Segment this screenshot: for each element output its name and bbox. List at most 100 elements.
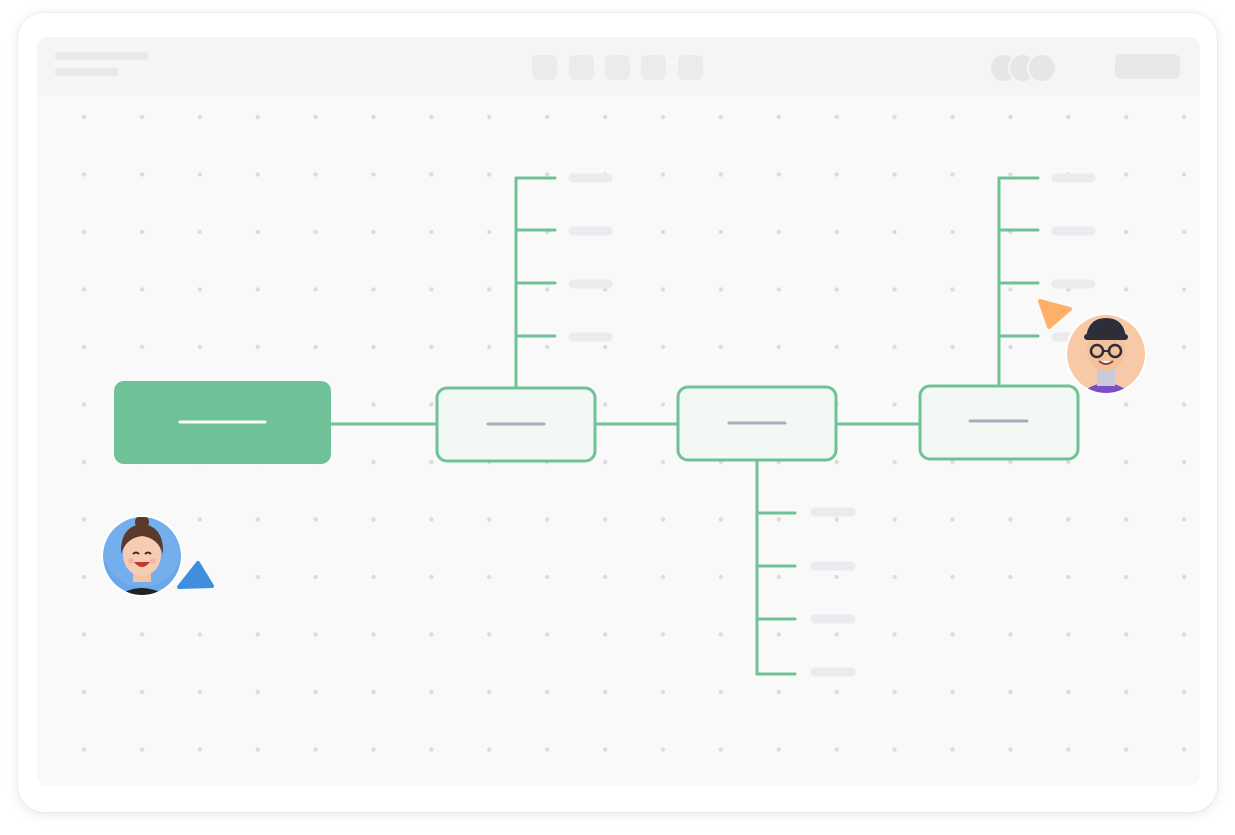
man-with-glasses-avatar-icon: [1065, 313, 1147, 395]
cursor-arrow-icon: [1038, 299, 1072, 329]
grid-dot: [1124, 689, 1129, 695]
grid-dot: [776, 287, 781, 292]
grid-dot: [371, 402, 376, 407]
grid-dot: [718, 172, 724, 177]
grid-dot: [313, 517, 318, 522]
grid-dot: [255, 517, 260, 522]
grid-dot: [1124, 517, 1129, 522]
document-title[interactable]: [55, 52, 148, 60]
grid-dot: [602, 574, 608, 580]
share-button[interactable]: [1115, 54, 1180, 79]
grid-dot: [487, 747, 492, 752]
grid-dot: [660, 747, 666, 752]
grid-dot: [371, 287, 376, 292]
grid-dot: [834, 344, 839, 350]
grid-dot: [487, 344, 492, 350]
grid-dot: [834, 517, 839, 522]
tool-button-1[interactable]: [532, 55, 557, 80]
grid-dot: [313, 747, 318, 752]
grid-dot: [255, 114, 260, 120]
grid-dot: [139, 287, 145, 292]
grid-dot: [950, 689, 955, 695]
grid-dot: [487, 114, 492, 120]
grid-dot: [197, 114, 202, 120]
grid-dot: [429, 344, 434, 350]
document-subtitle: [55, 68, 118, 76]
grid-dot: [950, 229, 955, 235]
grid-dot: [139, 229, 145, 235]
grid-dot: [892, 574, 897, 580]
grid-dot: [429, 632, 434, 637]
grid-dot: [1181, 517, 1187, 522]
grid-dot: [1181, 344, 1187, 350]
grid-dot: [660, 402, 666, 407]
grid-dot: [139, 172, 145, 177]
grid-dot: [1181, 459, 1187, 465]
grid-dot: [1124, 459, 1129, 465]
grid-dot: [776, 517, 781, 522]
root-node[interactable]: [114, 381, 331, 464]
grid-dot: [487, 172, 492, 177]
grid-dot: [371, 229, 376, 235]
grid-dot: [1124, 402, 1129, 407]
grid-dot: [429, 172, 434, 177]
grid-dot: [892, 517, 897, 522]
grid-dot: [602, 344, 608, 350]
collaborator-cursor-1: [101, 515, 214, 597]
grid-dot: [313, 287, 318, 292]
grid-dot: [1008, 287, 1013, 292]
grid-dot: [545, 574, 550, 580]
grid-dot: [660, 172, 666, 177]
grid-dot: [313, 689, 318, 695]
collaborator-avatar-3[interactable]: [1027, 53, 1057, 83]
grid-dot: [1181, 574, 1187, 580]
grid-dot: [371, 517, 376, 522]
branch-node-1[interactable]: [435, 386, 597, 463]
grid-dot: [1124, 574, 1129, 580]
grid-dot: [1066, 114, 1071, 120]
grid-dot: [660, 114, 666, 120]
grid-dot: [950, 517, 955, 522]
grid-dot: [81, 747, 87, 752]
grid-dot: [1181, 172, 1187, 177]
grid-dot: [718, 287, 724, 292]
grid-dot: [139, 689, 145, 695]
grid-dot: [81, 689, 87, 695]
grid-dot: [834, 632, 839, 637]
grid-dot: [660, 574, 666, 580]
tool-button-5[interactable]: [678, 55, 703, 80]
grid-dot: [255, 689, 260, 695]
grid-dot: [81, 344, 87, 350]
grid-dot: [429, 229, 434, 235]
grid-dot: [1066, 632, 1071, 637]
grid-dot: [1066, 459, 1071, 465]
grid-dot: [313, 574, 318, 580]
grid-dot: [429, 747, 434, 752]
grid-dot: [1066, 689, 1071, 695]
grid-dot: [197, 287, 202, 292]
grid-dot: [776, 747, 781, 752]
tool-button-2[interactable]: [569, 55, 594, 80]
grid-dot: [602, 517, 608, 522]
branch-node-2[interactable]: [676, 385, 838, 462]
tool-button-4[interactable]: [641, 55, 666, 80]
grid-dot: [602, 402, 608, 407]
grid-dot: [660, 229, 666, 235]
grid-dot: [776, 632, 781, 637]
grid-dot: [139, 114, 145, 120]
tool-button-3[interactable]: [605, 55, 630, 80]
grid-dot: [371, 344, 376, 350]
grid-dot: [718, 229, 724, 235]
grid-dot: [834, 287, 839, 292]
grid-dot: [834, 459, 839, 465]
grid-dot: [950, 747, 955, 752]
grid-dot: [1124, 287, 1129, 292]
grid-dot: [545, 517, 550, 522]
branch-node-3[interactable]: [918, 384, 1080, 461]
grid-dot: [255, 229, 260, 235]
grid-dot: [371, 632, 376, 637]
grid-dot: [487, 287, 492, 292]
grid-dot: [313, 632, 318, 637]
grid-dot: [1124, 747, 1129, 752]
